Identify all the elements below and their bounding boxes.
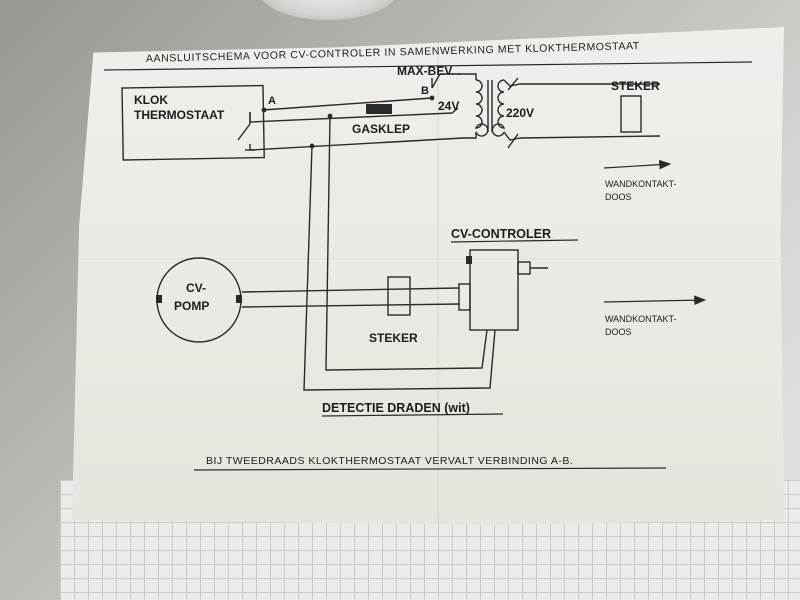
wire-220v-top (503, 79, 660, 87)
wandkontakt-mid-label-2: DOOS (605, 327, 632, 337)
detectie-underline (321, 413, 504, 417)
terminal-b (429, 95, 435, 101)
wire-24v-top (458, 73, 477, 80)
detection-wire-1 (303, 145, 496, 391)
wandkontakt-mid-label-1: WANDKONTAKT- (605, 314, 677, 324)
220v-label: 220V (506, 106, 534, 120)
wandkontakt-top-arrow (603, 159, 672, 170)
diagram-header: AANSLUITSCHEMA VOOR CV-CONTROLER IN SAME… (146, 40, 640, 65)
cv-controler-box (469, 249, 519, 331)
steker-top-component (620, 95, 642, 133)
cv-pomp-label-1: CV- (186, 281, 206, 295)
paper-sheet (72, 27, 784, 525)
max-bev-label: MAX-BEV. (397, 64, 455, 78)
steker-mid-label: STEKER (369, 331, 418, 345)
cv-pomp-terminal-right (236, 295, 242, 303)
24v-label: 24V (438, 99, 459, 113)
wire-pomp-bottom (241, 303, 460, 308)
wandkontakt-top-label-1: WANDKONTAKT- (605, 179, 677, 189)
footer-underline (193, 467, 667, 471)
wire-24v-bottom (463, 132, 477, 139)
detection-wire-2 (325, 115, 488, 371)
cv-controler-underline (450, 239, 579, 243)
wandkontakt-top-label-2: DOOS (605, 192, 632, 202)
max-bev-switch (431, 73, 460, 89)
header-underline (103, 61, 753, 71)
switch-lever (237, 123, 251, 141)
cv-controler-label: CV-CONTROLER (451, 227, 551, 241)
detectie-label: DETECTIE DRADEN (wit) (322, 401, 470, 415)
steker-top-label: STEKER (611, 79, 660, 93)
top-object (258, 0, 398, 20)
wire-thermostat-gasklep (249, 107, 459, 123)
wandkontakt-mid-arrow (603, 295, 707, 306)
primary-tick-bottom (507, 133, 519, 149)
steker-mid-component (387, 276, 411, 316)
transformer-primary-coil (491, 79, 505, 137)
wire-pomp-top (241, 287, 460, 293)
primary-tick-top (507, 77, 519, 91)
footer-note: BIJ TWEEDRAADS KLOKTHERMOSTAAT VERVALT V… (206, 455, 573, 467)
cv-controler-side-tab (458, 283, 471, 311)
cv-controler-connector (517, 261, 531, 275)
cv-pomp-label-2: POMP (174, 299, 209, 313)
terminal-b-label: B (421, 85, 429, 97)
klok-thermostaat-label-1: KLOK (134, 93, 168, 107)
cv-pomp-terminal-left (156, 295, 162, 303)
terminal-a-label: A (268, 95, 276, 107)
transformer-secondary-coil (475, 79, 489, 137)
klok-thermostaat-label-2: THERMOSTAAT (134, 108, 225, 122)
wire-a-b (262, 97, 433, 111)
cv-controler-nub (466, 256, 472, 264)
wire-thermostat-lower (249, 137, 464, 151)
gasklep-component (366, 104, 392, 114)
wire-220v-bottom (503, 131, 661, 141)
gasklep-label: GASKLEP (352, 122, 410, 136)
